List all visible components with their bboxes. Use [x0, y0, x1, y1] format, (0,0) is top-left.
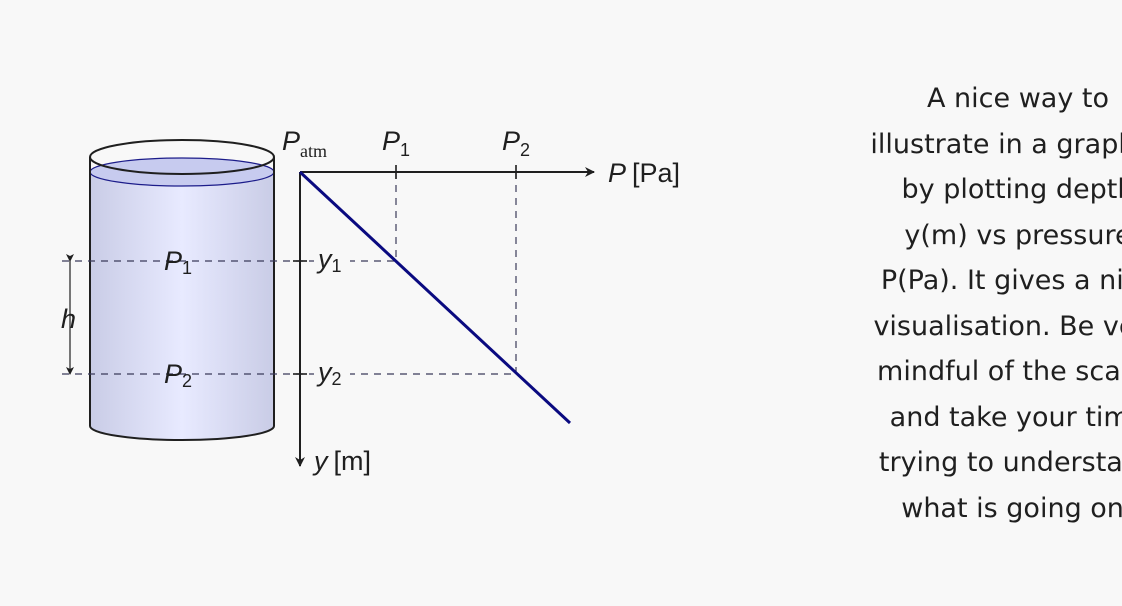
label-p2-top: P2 — [502, 126, 530, 160]
pressure-depth-line — [298, 170, 572, 425]
label-p1-cylinder: P1 — [164, 246, 192, 278]
axes — [293, 165, 595, 467]
description-line-4: y(m) vs pressure — [904, 219, 1122, 251]
label-y1: y1 — [316, 244, 342, 276]
label-depth-axis: y[m] — [312, 446, 371, 476]
description-line-10: what is going on! — [901, 492, 1122, 524]
description: A nice way to illustrate in a graph is b… — [828, 76, 1122, 531]
description-line-5: P(Pa). It gives a nice — [880, 265, 1122, 296]
label-p2-cylinder: P2 — [164, 359, 192, 391]
label-p1-top: P1 — [382, 126, 410, 160]
cylinder-outline — [89, 157, 275, 441]
water-surface — [89, 157, 275, 187]
pressure-depth-diagram: Patm P1 P2 P[Pa] y[m] y1 y2 P1 P2 h — [61, 126, 680, 476]
description-line-3: by plotting depth — [901, 174, 1122, 205]
description-line-7: mindful of the scales — [877, 356, 1122, 387]
description-line-6: visualisation. Be very — [873, 310, 1122, 342]
description-line-2: illustrate in a graph is — [870, 128, 1122, 160]
label-h: h — [61, 304, 76, 334]
description-line-1: A nice way to — [927, 83, 1109, 114]
label-pressure-axis: P[Pa] — [608, 158, 680, 188]
label-y2: y2 — [316, 357, 342, 389]
cylinder-rim — [89, 139, 275, 175]
water-cylinder — [89, 139, 275, 441]
description-line-9: trying to understand — [878, 447, 1122, 478]
cylinder-water-body — [90, 172, 274, 440]
description-line-8: and take your time — [889, 401, 1122, 433]
label-p-atm: Patm — [282, 126, 327, 161]
